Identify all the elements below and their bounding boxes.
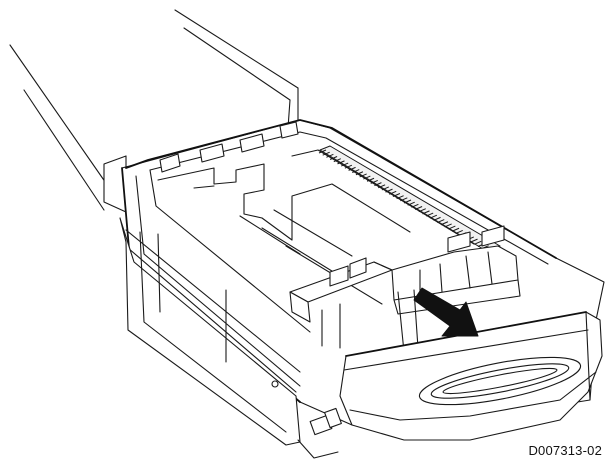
tray-cavity bbox=[126, 120, 556, 332]
rack-tooth bbox=[330, 157, 337, 160]
rack-tooth bbox=[371, 180, 378, 183]
rack-tooth bbox=[323, 152, 330, 155]
rack-tooth bbox=[445, 224, 452, 227]
rack-tooth bbox=[448, 226, 455, 229]
slide-carriage bbox=[290, 226, 520, 352]
rack-tooth bbox=[389, 191, 396, 194]
rack-tooth bbox=[386, 189, 393, 192]
rack-tooth bbox=[345, 165, 352, 168]
rack-tooth bbox=[474, 241, 481, 244]
rack-tooth bbox=[419, 209, 426, 212]
rack-tooth bbox=[452, 228, 459, 231]
rack-tooth bbox=[326, 154, 333, 157]
rack-tooth bbox=[349, 167, 356, 170]
rack-tooth bbox=[471, 239, 478, 242]
rack-tooth bbox=[404, 200, 411, 203]
rack-tooth bbox=[334, 159, 341, 162]
rack-tooth bbox=[415, 207, 422, 210]
rack-tooth bbox=[437, 220, 444, 223]
rack-tooth bbox=[337, 161, 344, 164]
rack-tooth bbox=[356, 172, 363, 175]
rack-tooth bbox=[441, 222, 448, 225]
rack-tooth bbox=[400, 198, 407, 201]
rack-tooth bbox=[430, 215, 437, 218]
figure-reference-code: D007313-02 bbox=[528, 443, 602, 458]
rack-tooth bbox=[426, 213, 433, 216]
rack-tooth bbox=[411, 204, 418, 207]
rack-tooth bbox=[456, 230, 463, 233]
rack-tooth bbox=[319, 150, 326, 153]
rack-tooth bbox=[360, 174, 367, 177]
rack-tooth bbox=[422, 211, 429, 214]
rack-tooth bbox=[397, 196, 404, 199]
rack-tooth bbox=[341, 163, 348, 166]
rack-tooth bbox=[363, 176, 370, 179]
rack-tooth bbox=[374, 183, 381, 186]
rack-tooth bbox=[382, 187, 389, 190]
rack-tooth bbox=[367, 178, 374, 181]
rack-tooth bbox=[393, 193, 400, 196]
rack-tooth bbox=[352, 170, 359, 173]
tray-lid bbox=[10, 10, 298, 212]
arrow-right-down-icon bbox=[414, 288, 478, 336]
tray-front-handle bbox=[340, 312, 602, 440]
rack-tooth bbox=[434, 217, 441, 220]
rack-tooth bbox=[408, 202, 415, 205]
rack-tooth bbox=[378, 185, 385, 188]
